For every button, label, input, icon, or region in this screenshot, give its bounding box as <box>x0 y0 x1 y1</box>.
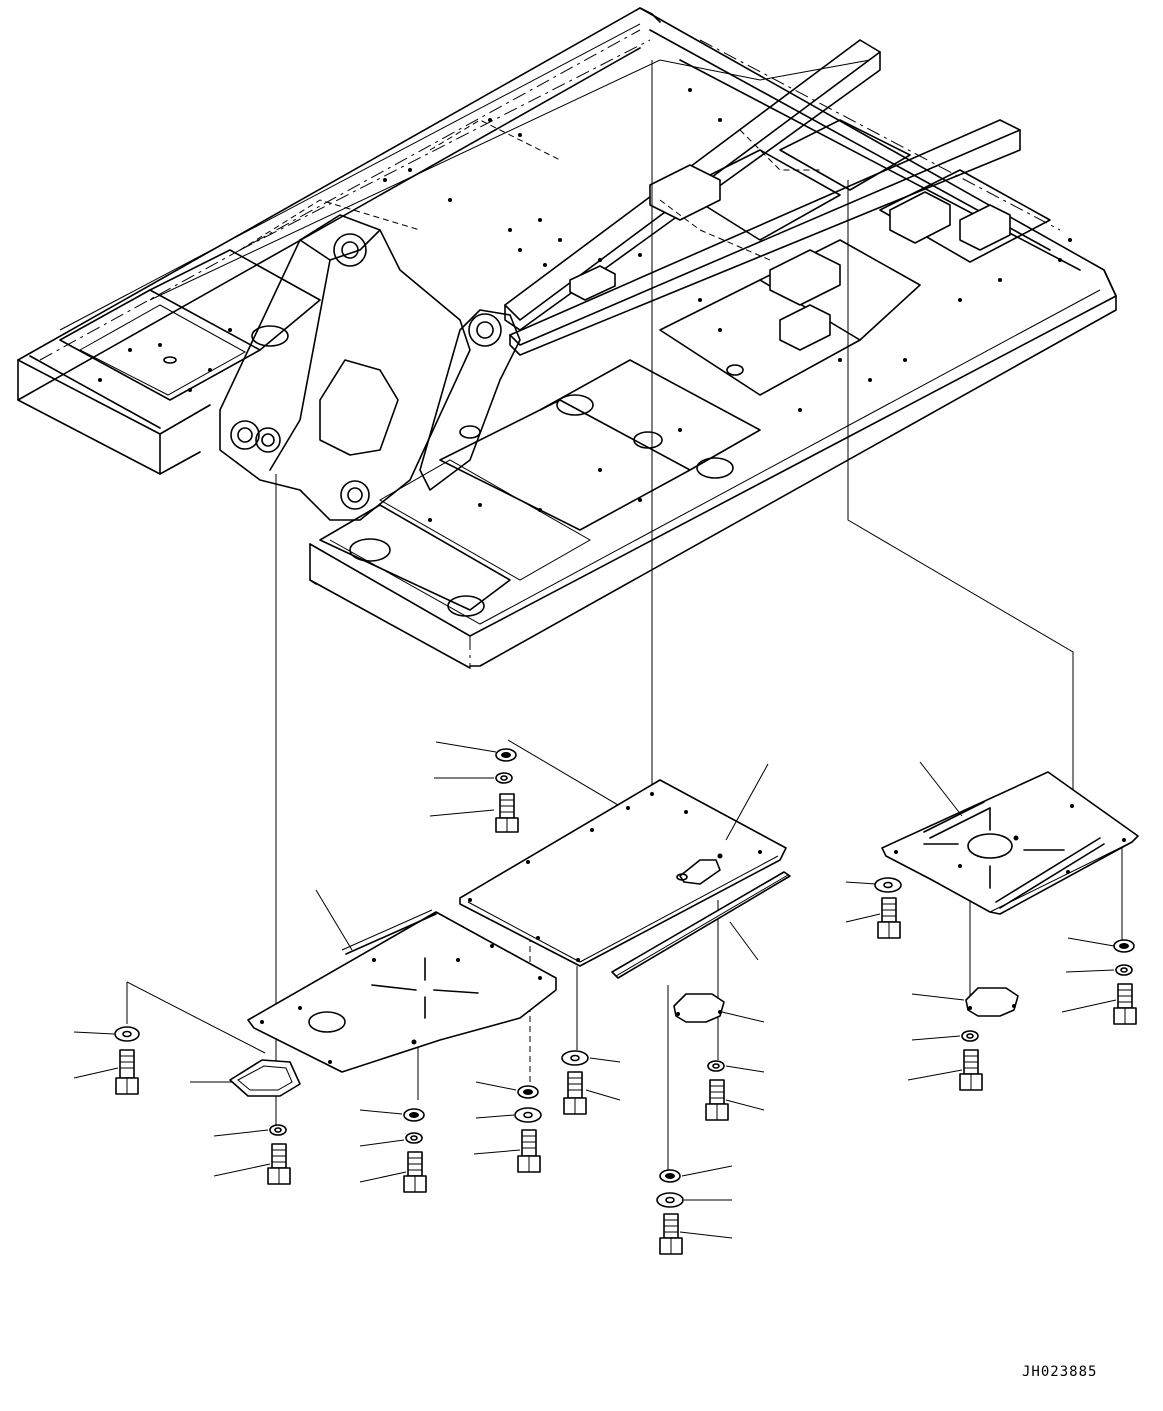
bolt-icon <box>1114 984 1136 1024</box>
inspection-cover-center <box>674 994 724 1022</box>
washer-icon <box>708 1061 724 1071</box>
bolt-icon <box>706 1080 728 1120</box>
callout-leaders <box>74 742 1116 1238</box>
washer-icon <box>515 1108 541 1122</box>
bolt-icon <box>518 1130 540 1172</box>
lock-washer-icon <box>660 1170 680 1182</box>
bolt-icon <box>268 1144 290 1184</box>
left-under-cover <box>248 910 556 1072</box>
washer-icon <box>875 878 901 892</box>
bolt-icon <box>660 1214 682 1254</box>
revolving-frame <box>18 8 1116 668</box>
washer-icon <box>562 1051 588 1065</box>
washer-icon <box>962 1031 978 1041</box>
gusset-plate <box>230 1060 300 1096</box>
drawing-code: JH023885 <box>1022 1364 1098 1380</box>
bolt-icon <box>878 898 900 938</box>
washer-icon <box>1116 965 1132 975</box>
bolt-icon <box>564 1072 586 1114</box>
washer-icon <box>115 1027 139 1041</box>
lock-washer-icon <box>518 1086 538 1098</box>
seal-strip <box>612 872 790 978</box>
lock-washer-icon <box>404 1109 424 1121</box>
fasteners <box>115 749 1136 1254</box>
right-under-cover <box>882 772 1138 914</box>
inspection-cover-right <box>966 988 1018 1016</box>
bolt-icon <box>404 1152 426 1192</box>
washer-icon <box>657 1193 683 1207</box>
bolt-icon <box>116 1050 138 1094</box>
lock-washer-icon <box>496 749 516 761</box>
washer-icon <box>406 1133 422 1143</box>
washer-icon <box>496 773 512 783</box>
washer-icon <box>270 1125 286 1135</box>
bolt-icon <box>496 794 518 832</box>
bolt-icon <box>960 1050 982 1090</box>
lock-washer-icon <box>1114 940 1134 952</box>
center-under-cover <box>460 780 786 966</box>
